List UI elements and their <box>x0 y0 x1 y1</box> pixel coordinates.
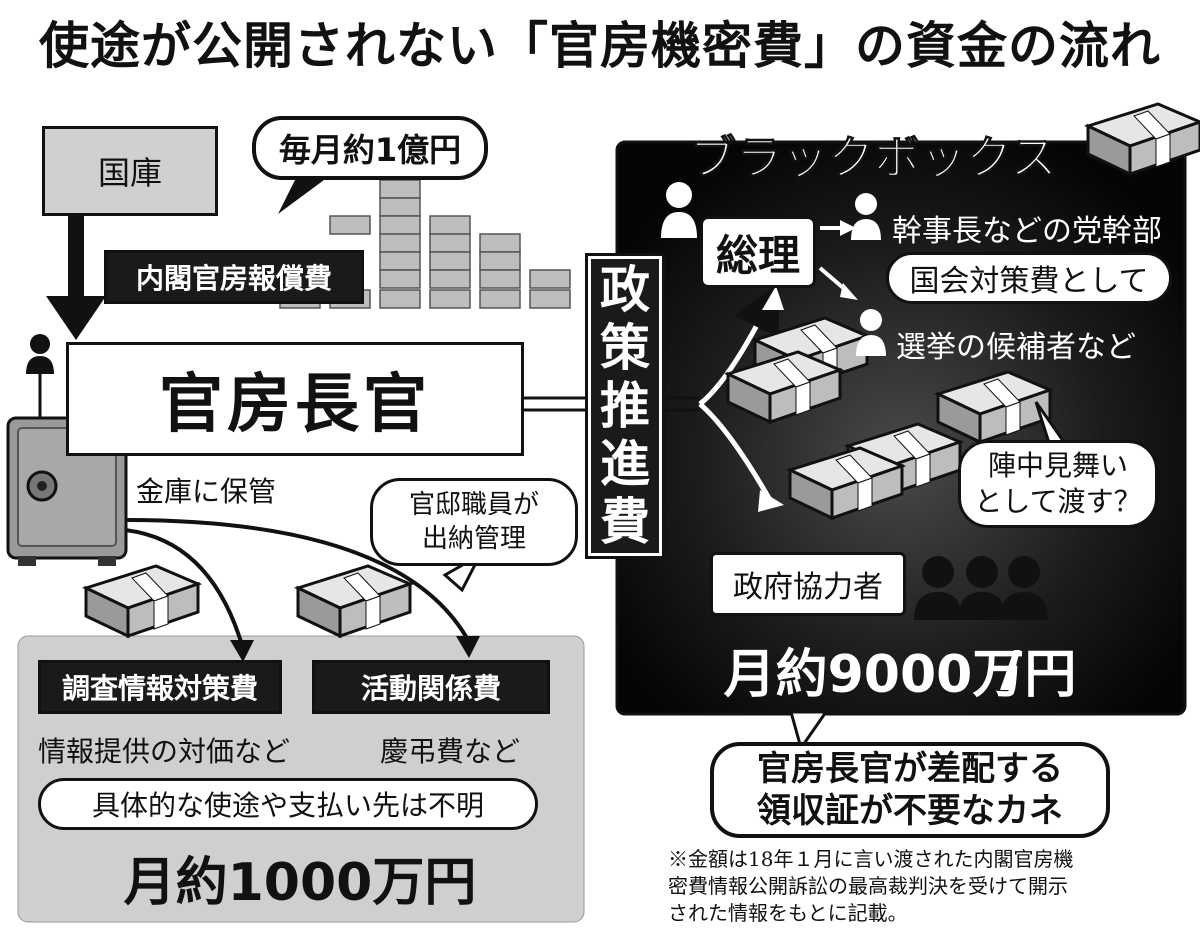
receipt-bubble: 官房長官が差配する 領収証が不要なカネ <box>710 742 1110 838</box>
left-amount: 月約1000万円 <box>123 853 477 913</box>
katsudo-label: 活動関係費 <box>312 660 550 714</box>
jinchu-bubble: 陣中見舞い として渡す？ <box>958 440 1158 528</box>
chosa-desc: 情報提供の対価など <box>38 735 291 768</box>
blackbox-title: ブラックボックス <box>690 131 1058 186</box>
senkyo-text: 選挙の候補者など <box>896 330 1136 365</box>
right-amount: 月約9000万円 <box>723 645 1077 705</box>
seifu-kyoryoku-box: 政府協力者 <box>710 552 906 616</box>
seisaku-label: 政 策 推 進 費 <box>585 253 665 559</box>
person-icon <box>856 309 886 356</box>
unknown-bubble: 具体的な使途や支払い先は不明 <box>38 778 538 830</box>
chosa-label: 調査情報対策費 <box>38 660 282 714</box>
sori-box: 総理 <box>700 216 816 288</box>
person-icon <box>661 182 697 238</box>
kanjicho-text: 幹事長などの党幹部 <box>892 214 1162 249</box>
kinko-text: 金庫に保管 <box>136 475 277 508</box>
coin-stack-icon <box>279 179 571 309</box>
note-text: ※金額は18年１月に言い渡された内閣官房機 密費情報公開訴訟の最高裁判決を受けて… <box>668 847 1074 925</box>
money-bundle-icon <box>296 564 412 638</box>
kokko-label: 国庫 <box>97 154 162 192</box>
monthly-total-bubble: 毎月約1億円 <box>252 116 488 180</box>
page-title: 使途が公開されない「官房機密費」の資金の流れ <box>39 17 1161 75</box>
arrow-icon <box>68 210 84 300</box>
kokkai-bubble: 国会対策費として <box>886 252 1172 304</box>
kokko-box: 国庫 <box>42 126 218 216</box>
kantei-bubble: 官邸職員が 出納管理 <box>370 478 578 566</box>
naikaku-label: 内閣官房報償費 <box>104 250 364 304</box>
katsudo-desc: 慶弔費など <box>380 735 521 768</box>
person-icon <box>851 193 881 240</box>
person-icon <box>914 556 1048 620</box>
person-icon <box>26 334 54 374</box>
money-bundle-icon <box>84 564 200 638</box>
kanbo-chokan-box: 官房長官 <box>66 342 524 456</box>
